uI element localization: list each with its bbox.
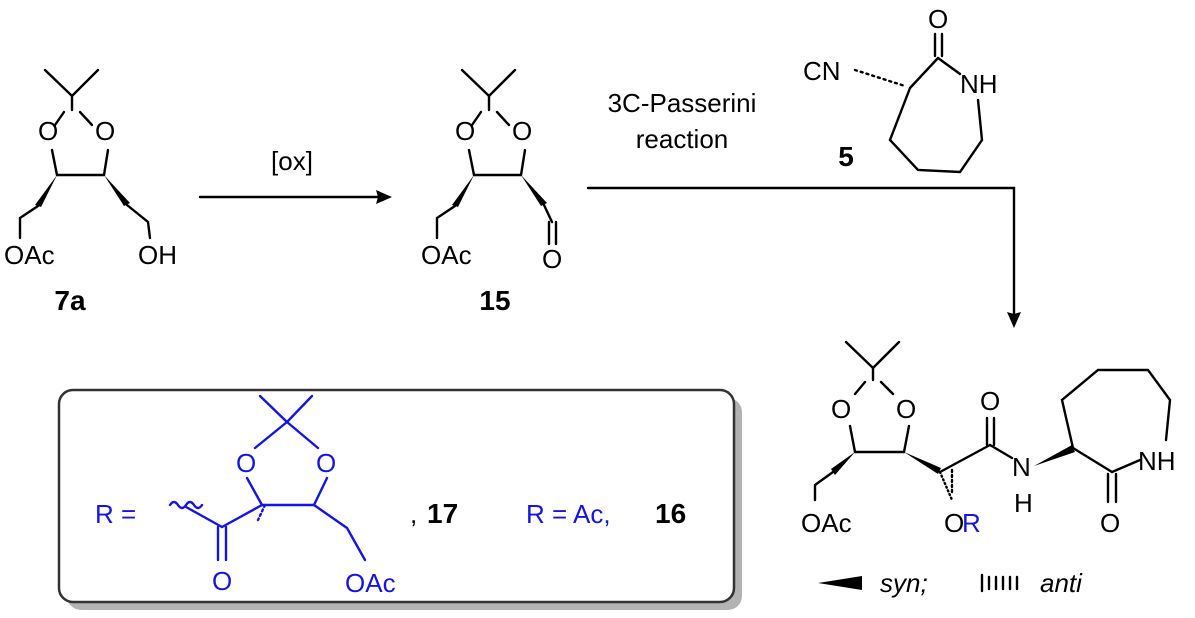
hydroxyl-group: OH	[138, 240, 177, 270]
compound-label-5: 5	[838, 141, 854, 172]
compound-label-17: 17	[427, 498, 458, 529]
ring-oxygen-right: O	[316, 448, 336, 478]
compound-5: CN O NH 5	[803, 4, 998, 174]
stereo-legend: syn; anti	[818, 568, 1083, 598]
acetoxy-group: OAc	[4, 240, 55, 270]
anti-label: anti	[1040, 568, 1083, 598]
compound-label-16: 16	[655, 498, 686, 529]
wedge-bond	[521, 175, 547, 206]
acetoxy-group: OAc	[345, 568, 396, 598]
isocyanide-group: CN	[803, 56, 841, 86]
wedge-bond	[104, 175, 130, 206]
ester-oxygen: O	[944, 508, 964, 538]
passerini-arrow: 3C-Passerini reaction	[586, 88, 1021, 328]
oxidation-condition: [ox]	[271, 146, 313, 176]
compound-7a: O O OAc OH 7a	[4, 68, 177, 316]
r-equals-label: R =	[95, 499, 136, 529]
syn-wedge-icon	[818, 576, 862, 590]
ketone-oxygen: O	[212, 566, 232, 596]
wedge-bond	[452, 175, 474, 207]
ring-oxygen-left: O	[236, 448, 256, 478]
ring-oxygen-right: O	[95, 116, 115, 146]
wedge-bond	[1034, 445, 1075, 466]
r-group-box: R = O O O OAc , 17 R = Ac, 16	[57, 388, 742, 610]
lactam-oxygen: O	[1100, 508, 1120, 538]
compound-15: O O OAc O 15	[421, 68, 562, 316]
ring-oxygen-left: O	[831, 394, 851, 424]
passerini-condition-line1: 3C-Passerini	[608, 88, 757, 118]
comma: ,	[410, 499, 417, 529]
compound-label-15: 15	[479, 285, 510, 316]
wedge-bond	[831, 452, 855, 475]
acetoxy-group: OAc	[421, 240, 472, 270]
ring-oxygen-left: O	[455, 116, 475, 146]
compound-label-7a: 7a	[54, 285, 86, 316]
r-equals-ac-label: R = Ac,	[526, 499, 611, 529]
amide-hydrogen: H	[1014, 488, 1033, 518]
passerini-condition-line2: reaction	[636, 124, 729, 154]
oxidation-arrow: [ox]	[198, 146, 392, 204]
aldehyde-oxygen: O	[542, 244, 562, 274]
amide-nitrogen: N	[1012, 452, 1031, 482]
syn-label: syn;	[880, 568, 928, 598]
wedge-bond	[35, 175, 57, 207]
wedge-bond	[904, 452, 941, 474]
acetoxy-group: OAc	[801, 508, 852, 538]
ring-oxygen-right: O	[896, 394, 916, 424]
attachment-wavy-bond	[168, 500, 204, 510]
lactam-nh: NH	[1138, 446, 1176, 476]
lactam-nh: NH	[960, 69, 998, 99]
ring-oxygen-right: O	[512, 116, 532, 146]
passerini-product: O O OAc O R O N H NH O	[801, 340, 1176, 538]
ring-oxygen-left: O	[38, 116, 58, 146]
amide-oxygen: O	[980, 386, 1000, 416]
r-group-label: R	[962, 508, 981, 538]
lactam-oxygen: O	[928, 4, 948, 34]
